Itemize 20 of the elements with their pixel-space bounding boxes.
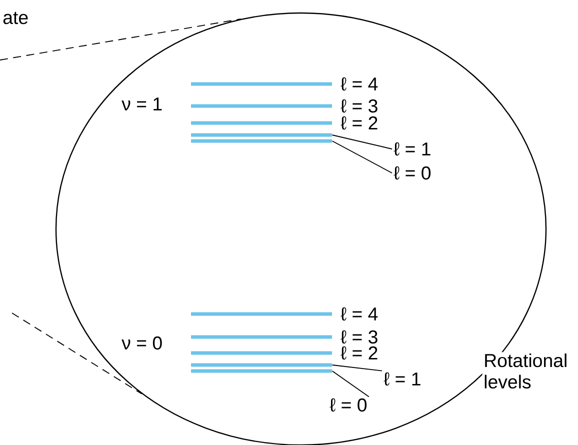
leader-line: [332, 140, 392, 174]
zoom-line: [0, 18, 242, 60]
level-label: ℓ = 4: [340, 307, 378, 321]
zoom-line: [12, 312, 142, 394]
level-label: ℓ = 1: [394, 142, 430, 156]
level-label: ℓ = 2: [340, 116, 378, 130]
level-label: ℓ = 0: [394, 166, 431, 180]
state-label: ν = 0: [120, 335, 164, 351]
cropped-label: ate: [1, 10, 30, 26]
level-label: ℓ = 2: [340, 346, 378, 360]
leader-line: [332, 364, 382, 372]
level-label: ℓ = 0: [330, 398, 367, 412]
level-label: ℓ = 3: [340, 330, 378, 344]
level-label: ℓ = 4: [340, 77, 378, 91]
state-label: ν = 1: [120, 96, 164, 112]
leader-line: [332, 134, 392, 150]
level-label: ℓ = 1: [384, 372, 420, 386]
side-label: Rotational levels: [482, 352, 578, 390]
level-label: ℓ = 3: [340, 99, 378, 113]
leader-line: [332, 370, 370, 398]
